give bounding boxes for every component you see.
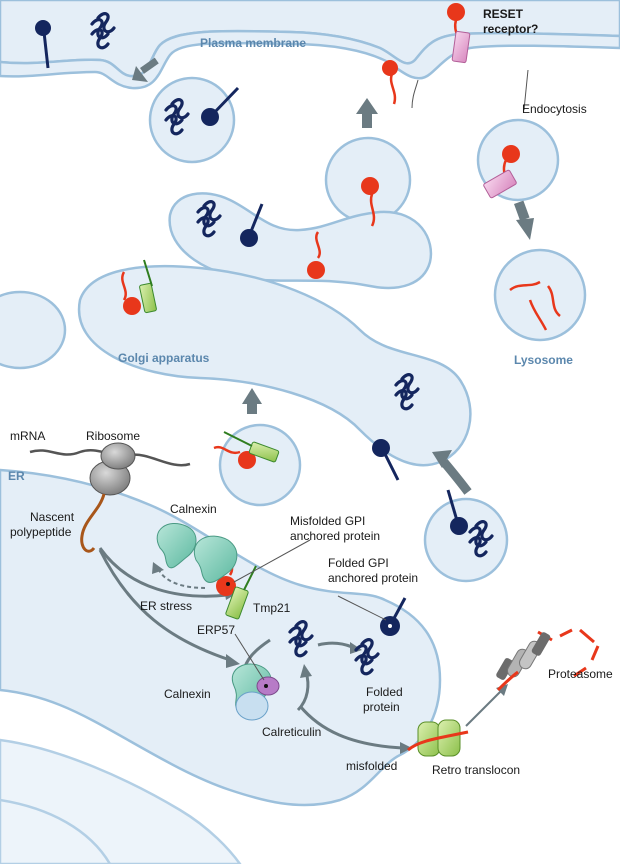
degraded-fragments-lysosome: [509, 280, 561, 331]
calreticulin: [235, 691, 269, 721]
label-calnexin-top: Calnexin: [170, 502, 217, 516]
label-mrna: mRNA: [10, 429, 45, 443]
label-reset-line1: RESET: [483, 7, 524, 21]
endocytosis-line: [523, 69, 529, 111]
label-tmp21: Tmp21: [253, 601, 291, 615]
arrow-er-stress: [152, 562, 206, 589]
vesicle-er-right: [423, 497, 509, 583]
arrow-to-plasma-membrane: [132, 57, 159, 82]
label-misfolded-gpi-line2: anchored protein: [290, 529, 380, 543]
folded-gpi-protein-vesicle-er: [446, 489, 468, 535]
label-lysosome: Lysosome: [514, 353, 573, 367]
reset-receptor-endocytic: [483, 169, 517, 199]
tmp21-vesicle: [223, 431, 280, 463]
connector-line-1: [411, 79, 419, 109]
leader-misfolded-gpi: [233, 539, 311, 583]
retro-translocon: [407, 719, 469, 757]
label-calreticulin: Calreticulin: [262, 725, 321, 739]
misfolded-gpi-golgi-main: [121, 271, 141, 315]
label-er-stress: ER stress: [140, 599, 192, 613]
folded-gpi-protein-golgi-main: [372, 439, 400, 481]
label-retro-translocon: Retro translocon: [432, 763, 520, 777]
label-endocytosis: Endocytosis: [522, 102, 587, 116]
arrow-er-to-calnexin: [98, 549, 240, 668]
tmp21-golgi: [139, 259, 157, 314]
label-calnexin-bottom: Calnexin: [164, 687, 211, 701]
golgi-cisterna-left: [0, 290, 67, 370]
ribosome: [89, 442, 136, 496]
label-er: ER: [8, 469, 25, 483]
label-misfolded: misfolded: [346, 759, 397, 773]
leader-erp57: [234, 633, 265, 681]
vesicle-top-left: [148, 76, 236, 164]
vesicle-golgi-to-er: [218, 423, 302, 507]
label-golgi-apparatus: Golgi apparatus: [118, 351, 210, 365]
nascent-polypeptide: [80, 493, 106, 553]
folded-gpi-protein-pm: [35, 20, 51, 69]
label-proteasome: Proteasome: [548, 667, 613, 681]
label-nascent-line1: Nascent: [30, 510, 75, 524]
label-misfolded-gpi-line1: Misfolded GPI: [290, 514, 365, 528]
arrow-up-center: [356, 98, 378, 128]
folded-gpi-protein-er: [380, 597, 407, 636]
label-folded-protein-line2: protein: [363, 700, 400, 714]
label-plasma-membrane: Plasma membrane: [200, 36, 306, 50]
label-folded-gpi-line2: anchored protein: [328, 571, 418, 585]
reset-receptor-pm: [451, 30, 471, 64]
misfolded-gpi-vesicle-center: [361, 177, 379, 227]
arrow-to-translocon: [298, 705, 412, 754]
label-nascent-line2: polypeptide: [10, 525, 72, 539]
arrow-down-to-lysosome: [514, 200, 534, 240]
misfolded-gpi-pm: [382, 60, 398, 105]
tmp21-er: [225, 565, 257, 620]
folded-gpi-protein-vesicle: [201, 86, 240, 126]
label-folded-gpi-line1: Folded GPI: [328, 556, 389, 570]
arrow-up-golgi: [242, 388, 262, 414]
calnexin-2: [193, 535, 238, 583]
misfolded-gpi-golgi: [307, 231, 325, 279]
calnexin-1: [156, 523, 197, 569]
misfolded-gpi-vesicle-golgi: [213, 445, 256, 469]
er-lumen: [0, 468, 442, 807]
lysosome: [493, 248, 587, 342]
erp57: [256, 676, 280, 696]
proteasome: [496, 632, 551, 692]
arrow-to-proteasome: [465, 684, 508, 727]
label-reset-line2: receptor?: [483, 22, 538, 36]
folded-gpi-protein-golgi: [240, 203, 264, 247]
leader-folded-gpi: [337, 595, 387, 621]
golgi-cisterna-main: [77, 264, 472, 467]
label-folded-protein-line1: Folded: [366, 685, 403, 699]
label-ribosome: Ribosome: [86, 429, 140, 443]
label-erp57: ERP57: [197, 623, 235, 637]
arrow-up-right-er: [432, 450, 472, 495]
